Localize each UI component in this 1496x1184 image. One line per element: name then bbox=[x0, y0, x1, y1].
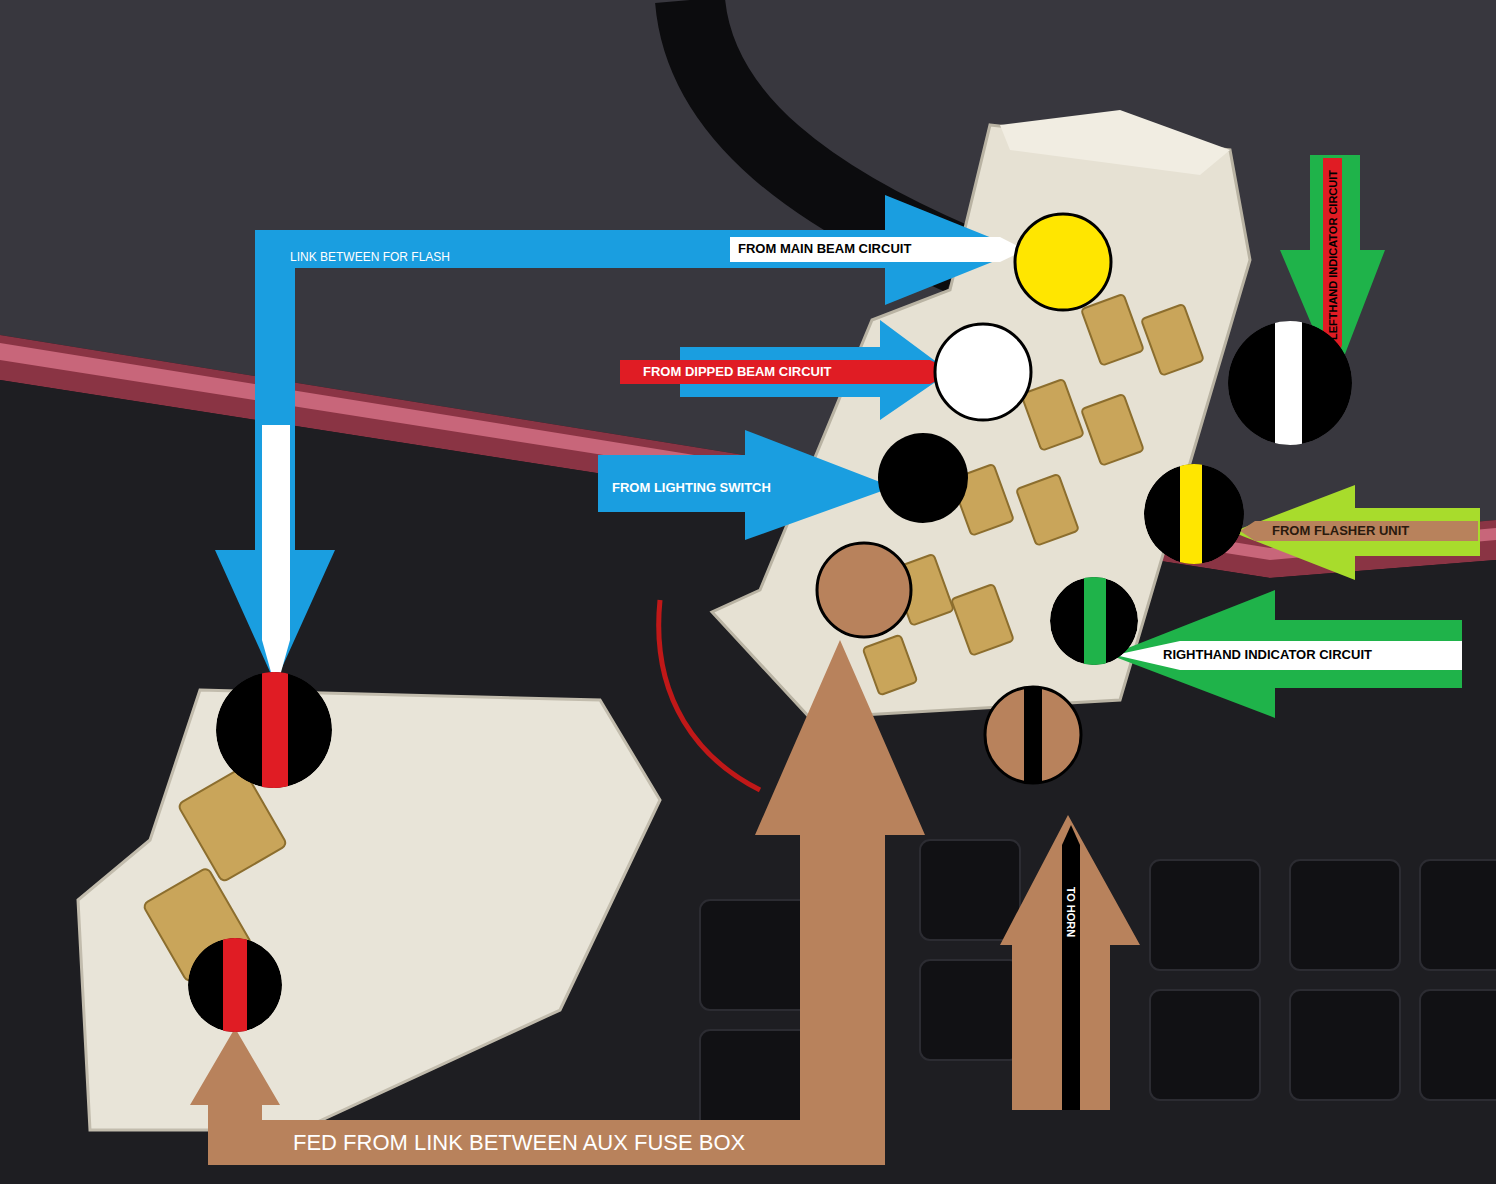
photo-rect bbox=[1180, 460, 1202, 570]
photo-rect bbox=[951, 584, 1014, 656]
arrow-label: TO HORN bbox=[1065, 887, 1077, 938]
right-indicator-arrow bbox=[1110, 590, 1462, 718]
photo-rect bbox=[1021, 379, 1084, 451]
arrow-label: FROM MAIN BEAM CIRCUIT bbox=[738, 242, 911, 256]
flash-link-stripe bbox=[262, 425, 290, 690]
feed-label: FED FROM LINK BETWEEN AUX FUSE BOX bbox=[293, 1131, 745, 1155]
marker-outline bbox=[985, 687, 1081, 783]
black-yellow-wire-marker bbox=[1144, 460, 1244, 570]
black-red-wire-marker bbox=[216, 670, 332, 790]
photo-rect bbox=[1081, 394, 1144, 466]
green-black-wire-marker bbox=[1050, 570, 1138, 670]
photo-rect bbox=[1024, 680, 1042, 790]
photo-rect bbox=[262, 670, 288, 790]
keyboard-area bbox=[0, 380, 1496, 1184]
connector-housing bbox=[712, 125, 1250, 718]
lighting-switch-arrow bbox=[598, 430, 893, 540]
right-indicator-band bbox=[1115, 641, 1462, 670]
flash-link-arrow bbox=[215, 195, 1022, 683]
photo-rect bbox=[1420, 860, 1496, 970]
arrow-label: FROM DIPPED BEAM CIRCUIT bbox=[643, 365, 832, 379]
photo-rect bbox=[1290, 860, 1400, 970]
photo-rect bbox=[1081, 294, 1144, 366]
link-label: LINK BETWEEN FOR FLASH bbox=[290, 251, 450, 264]
photo-rect bbox=[1290, 990, 1400, 1100]
photo-rect bbox=[1141, 304, 1204, 376]
photo-rect bbox=[1150, 990, 1260, 1100]
two-pin-connector bbox=[78, 690, 660, 1130]
photo-rect bbox=[700, 900, 810, 1010]
photo-rect bbox=[920, 840, 1020, 940]
arrow-label: FROM LIGHTING SWITCH bbox=[612, 481, 771, 495]
black-red-wire-marker bbox=[188, 930, 282, 1040]
horn-stripe bbox=[1062, 825, 1080, 1110]
aux-feed-arrow bbox=[190, 640, 925, 1165]
photo-rect bbox=[223, 930, 247, 1040]
photo-rect bbox=[1275, 320, 1302, 450]
white-wire-marker bbox=[935, 324, 1031, 420]
brown-black-wire-marker bbox=[985, 680, 1081, 790]
photo-rect bbox=[920, 960, 1020, 1060]
yellow-wire-marker bbox=[1015, 214, 1111, 310]
flasher-band bbox=[1240, 521, 1478, 541]
photo-rect bbox=[1016, 474, 1079, 546]
horn-arrow bbox=[1000, 815, 1140, 1110]
arrow-label: FROM FLASHER UNIT bbox=[1272, 524, 1409, 538]
photo-rect bbox=[1420, 990, 1496, 1100]
black-wire-marker bbox=[878, 433, 968, 523]
arrow-label: LEFTHAND INDICATOR CIRCUIT bbox=[1327, 170, 1339, 340]
photo-rect bbox=[1150, 860, 1260, 970]
dipped-beam-band bbox=[620, 360, 955, 384]
photo-rect bbox=[1084, 570, 1106, 670]
brown-wire-marker bbox=[817, 543, 911, 637]
main-beam-band bbox=[730, 237, 1025, 262]
arrow-label: RIGHTHAND INDICATOR CIRCUIT bbox=[1163, 648, 1372, 662]
flasher-arrow bbox=[1232, 485, 1480, 580]
photo-rect bbox=[863, 635, 918, 696]
connector-lip bbox=[1000, 110, 1230, 175]
